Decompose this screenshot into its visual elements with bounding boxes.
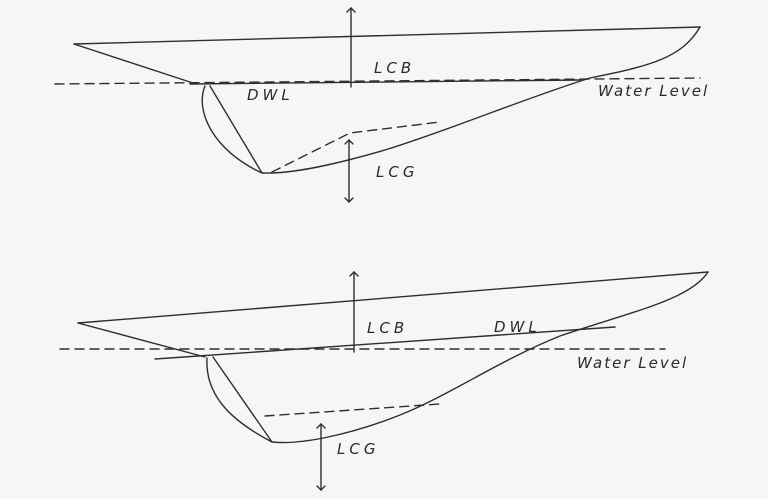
top-hull-profile [261, 26, 701, 174]
bottom-stern-rake [77, 322, 206, 358]
top-lcb-label: LCB [374, 59, 415, 77]
top-deck-line [73, 26, 701, 45]
bottom-deck-line [77, 271, 709, 324]
top-dwl-line [189, 79, 581, 85]
top-stern-rake [73, 43, 197, 85]
bottom-lcg-label: LCG [337, 440, 379, 458]
top-keel [201, 85, 263, 174]
bottom-dwl-label: DWL [494, 318, 541, 336]
top-water-level-line [54, 77, 701, 85]
bottom-figure: LCB DWL Water Level LCG [59, 271, 709, 491]
top-lcg-label: LCG [376, 163, 418, 181]
bottom-dwl-line [154, 326, 616, 360]
bottom-keel [206, 356, 273, 443]
bottom-water-level-label: Water Level [577, 354, 688, 372]
top-water-level-label: Water Level [598, 82, 709, 100]
top-dwl-label: DWL [247, 86, 294, 104]
bottom-lcb-label: LCB [367, 319, 408, 337]
bottom-hull-profile [271, 271, 709, 444]
bottom-internal-dashed [264, 403, 441, 417]
top-figure: LCB DWL Water Level LCG [54, 7, 709, 203]
